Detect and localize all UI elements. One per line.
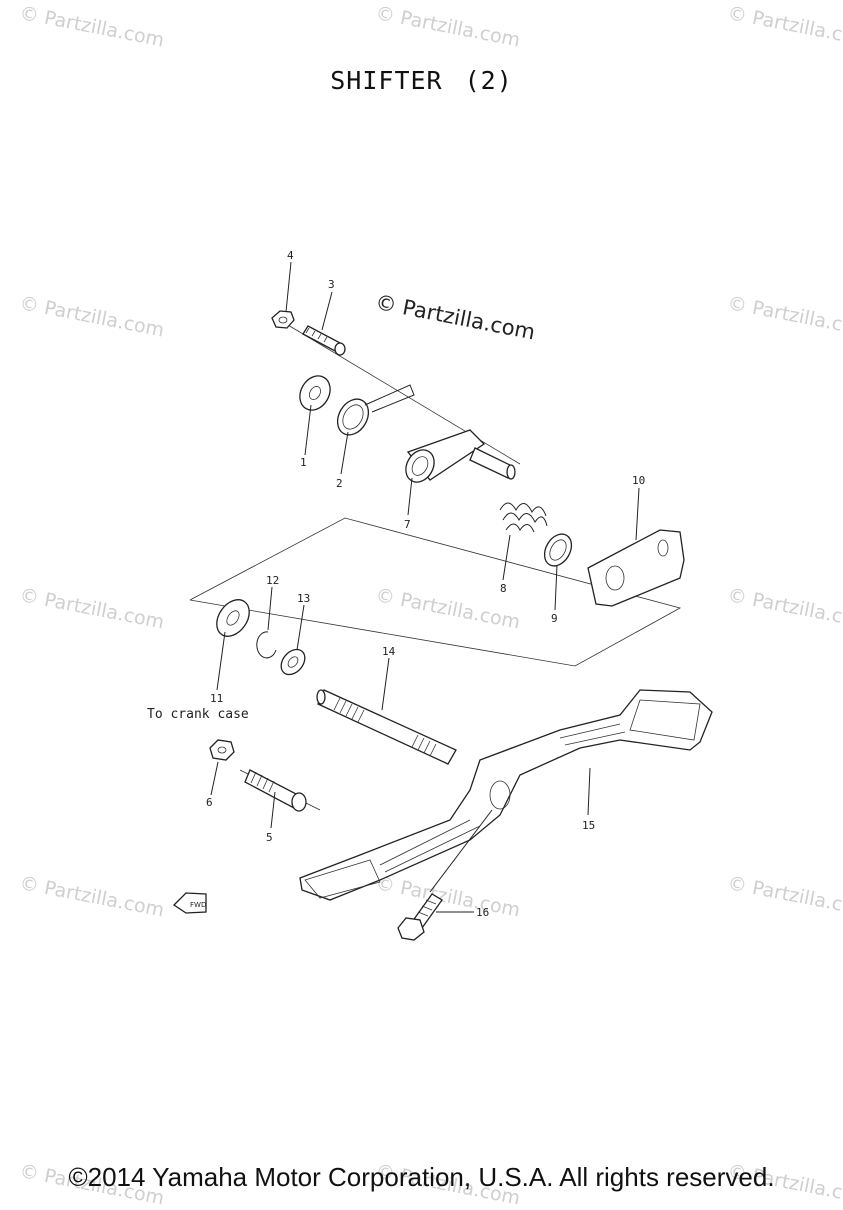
part-13-washer[interactable]	[276, 645, 309, 679]
fwd-label: FWD	[190, 901, 206, 909]
part-5-bolt[interactable]	[244, 769, 307, 812]
callout-11: 11	[210, 692, 223, 705]
callout-2: 2	[336, 477, 343, 490]
title-page-number: (2)	[464, 66, 513, 95]
assembly-outline	[189, 517, 682, 667]
callout-8: 8	[500, 582, 507, 595]
callout-6: 6	[206, 796, 213, 809]
callout-4: 4	[287, 249, 294, 262]
callout-7: 7	[404, 518, 411, 531]
callout-3: 3	[328, 278, 335, 291]
part-12-circlip[interactable]	[256, 631, 277, 659]
part-8-coil-spring[interactable]	[499, 502, 548, 533]
callout-14: 14	[382, 645, 396, 658]
fwd-arrow-icon: FWD	[172, 892, 207, 914]
part-1-washer[interactable]	[294, 370, 336, 415]
callout-13: 13	[297, 592, 310, 605]
callout-12: 12	[266, 574, 279, 587]
part-4-nut[interactable]	[271, 310, 295, 329]
callout-1: 1	[300, 456, 307, 469]
part-11-washer[interactable]	[210, 594, 256, 643]
part-10-plate[interactable]	[587, 529, 685, 607]
callout-9: 9	[551, 612, 558, 625]
callout-16: 16	[476, 906, 489, 919]
title-text: SHIFTER	[330, 66, 443, 95]
part-15-shift-pedal[interactable]	[299, 689, 713, 901]
part-3-screw[interactable]	[302, 325, 346, 356]
crank-case-note: To crank case	[147, 707, 249, 722]
part-6-nut[interactable]	[209, 739, 235, 761]
copyright-footer: ©2014 Yamaha Motor Corporation, U.S.A. A…	[68, 1162, 775, 1192]
part-14-shift-shaft[interactable]	[316, 689, 457, 765]
callout-15: 15	[582, 819, 595, 832]
part-2-spring[interactable]	[331, 384, 415, 440]
callout-leaders	[210, 261, 640, 913]
part-7-shift-arm[interactable]	[400, 429, 516, 487]
part-9-washer[interactable]	[539, 529, 577, 570]
part-16-bolt[interactable]	[397, 893, 443, 941]
diagram-title: SHIFTER (2)	[0, 66, 843, 95]
callout-10: 10	[632, 474, 645, 487]
callout-5: 5	[266, 831, 273, 844]
